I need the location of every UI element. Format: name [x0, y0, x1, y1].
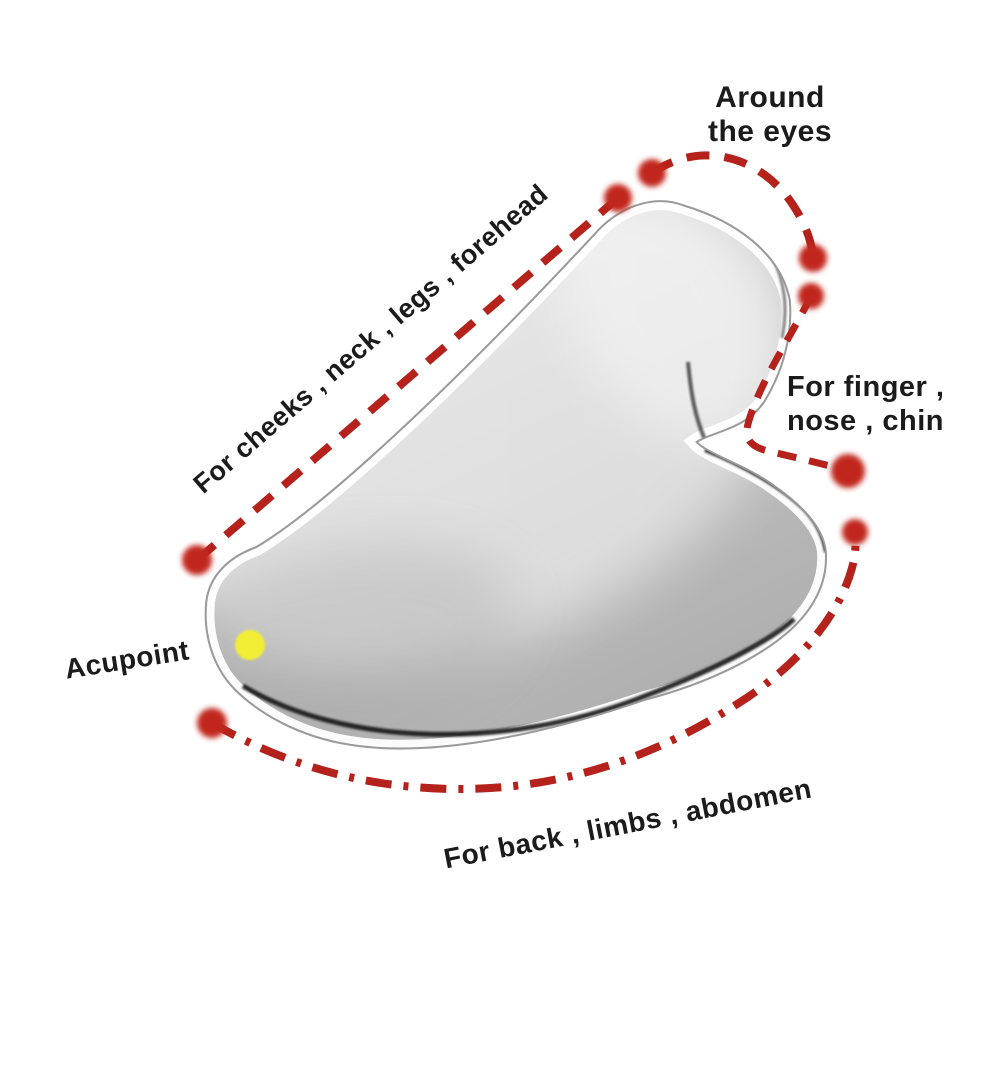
dot-eyes-end: [799, 244, 827, 272]
notch-upper-reflection: [686, 361, 708, 443]
dot-finger-end: [831, 454, 865, 488]
label-finger-line1: For finger ,: [787, 371, 944, 403]
dot-eyes-start: [638, 159, 666, 187]
guide-line-cheeks: [194, 194, 621, 564]
label-around-eyes-line2: the eyes: [708, 115, 832, 148]
guide-dots: [182, 159, 868, 738]
dot-finger-start: [798, 283, 824, 309]
dot-back-start: [197, 708, 227, 738]
label-around-eyes-line1: Around: [715, 81, 825, 114]
guide-line-back: [210, 532, 860, 794]
acupoint-dot: [235, 630, 265, 660]
bottom-rim-reflection: [241, 617, 796, 737]
bump-highlight: [551, 200, 779, 442]
guide-lines: [194, 151, 860, 794]
gua-sha-tool: [204, 200, 828, 750]
label-finger-line2: nose , chin: [787, 405, 944, 437]
dot-cheeks-end: [604, 184, 632, 212]
label-acupoint: Acupoint: [63, 634, 192, 684]
guide-line-around-eyes: [649, 151, 817, 257]
dot-cheeks-start: [182, 545, 212, 575]
dot-back-end: [842, 519, 868, 545]
